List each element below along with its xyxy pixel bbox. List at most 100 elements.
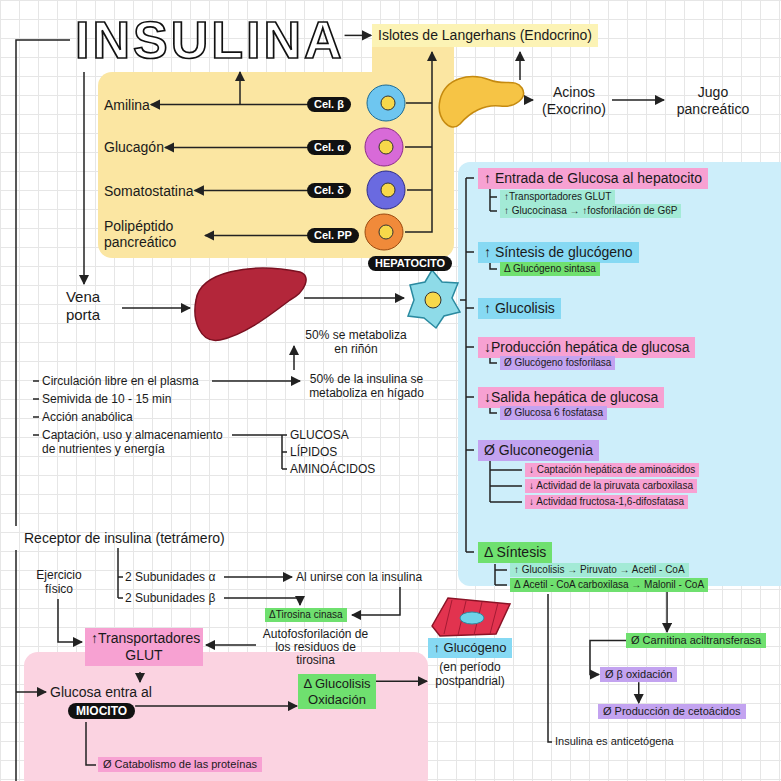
note-label: Glucosa entra al [50, 684, 152, 701]
effect-box: Ø Catabolismo de las proteínas [98, 757, 262, 772]
note-label: Jugo pancreático [668, 84, 758, 118]
sub-effect: ↑ Glucolisis → Piruvato → Acetil - CoA [510, 563, 689, 577]
main-trunk [15, 550, 17, 781]
node-text: Ø Glucógeno fosforilasa [504, 357, 611, 369]
flow-arrow [304, 297, 404, 299]
node-text: Ø Catabolismo de las proteínas [103, 758, 257, 771]
connector [205, 235, 307, 237]
node-text: Ø Producción de cetoácidos [603, 705, 741, 718]
muscle-striation [444, 600, 498, 635]
note-label: Al unirse con la insulina [296, 570, 422, 584]
flow-arrow [239, 72, 241, 104]
connector [638, 682, 640, 703]
flow-arrow [58, 599, 82, 642]
effect-box: ↑ Glucolisis [478, 298, 561, 319]
node-text: Cel. PP [314, 229, 352, 242]
sub-effect: ↑Transportadores GLUT [500, 190, 615, 204]
effect-box: ↑Transportadores GLUT [85, 628, 203, 666]
note-label: Insulina es anticetógena [555, 735, 674, 748]
connector [165, 147, 307, 149]
node-text: Glucagón [104, 139, 164, 155]
effect-box: ↑ Síntesis de glucógeno [478, 242, 639, 263]
svg-part [16, 40, 664, 781]
cell-pill: Cel. β [307, 97, 351, 112]
flow-arrow [352, 587, 400, 615]
nucleus [379, 225, 393, 239]
note-label: 2 Subunidades α [125, 570, 215, 584]
beta-cell [367, 85, 405, 121]
cell-pill: Cel. PP [307, 228, 359, 243]
effect-box: Ø Producción de cetoácidos [598, 704, 746, 719]
connector [135, 705, 297, 707]
nucleus [381, 96, 395, 110]
node-text: ↑ Glucocinasa → ↑fosforilación de G6P [504, 205, 677, 217]
node-text: ↑ Glucolisis [484, 300, 555, 317]
note-label: Ejercicio físico [28, 568, 90, 597]
note-label: Vena porta [52, 288, 114, 324]
node-text: Somatostatina [104, 183, 194, 199]
node-text: Amilina [104, 97, 150, 113]
cell-connector [405, 52, 432, 232]
cell-pill: Cel. δ [307, 183, 351, 198]
flow-arrow [612, 99, 664, 101]
islet-band [98, 72, 454, 258]
node-text: Islotes de Langerhans (Endocrino) [378, 27, 592, 44]
list-ticks [33, 381, 39, 435]
node-text: ↓ Actividad de la piruvata carboxilasa [529, 480, 693, 492]
note-label: Semivida de 10 - 15 min [42, 392, 171, 406]
islet-band [372, 44, 454, 84]
cell-pill: MIOCITO [68, 703, 135, 719]
alpha-cell [365, 128, 403, 166]
note-label: GLUCOSA [290, 428, 349, 442]
node-text: ↑ Glucolisis → Piruvato → Acetil - CoA [514, 564, 685, 576]
effect-box: ↓Salida hepática de glucosa [478, 387, 664, 408]
hormone: Amilina [104, 97, 150, 113]
cell-pill: HEPATOCITO [368, 256, 452, 271]
nucleus [379, 140, 393, 154]
connector [376, 680, 427, 682]
tree-trunk [460, 178, 474, 552]
branch-arrow [16, 691, 46, 693]
node-text: Δ Glucolisis Oxidación [302, 676, 372, 707]
sub-effect: ↑ Glucocinasa → ↑fosforilación de G6P [500, 204, 681, 218]
node-text: ↑ Síntesis de glucógeno [484, 244, 633, 261]
sub-effect: Δ Acetil - CoA carboxilasa → Malonil - C… [510, 578, 708, 592]
nucleus [381, 183, 395, 197]
node-text: Cel. α [314, 141, 344, 154]
note-label: 50% de la insulina se metaboliza en híga… [304, 372, 429, 401]
node-text: HEPATOCITO [375, 257, 445, 270]
node-text: ↑ Entrada de Glucosa al hepatocito [484, 170, 702, 187]
title-node: INSULINA [75, 12, 345, 69]
note-label: Autofosforilación de los residuos de tir… [258, 628, 373, 667]
branch-arrow [83, 72, 85, 284]
connector [195, 190, 308, 192]
flow-arrow [206, 644, 256, 646]
connector [345, 35, 371, 37]
hormone: Polipéptido pancreático [104, 218, 204, 250]
connector [666, 592, 668, 632]
node-text: Δ Glucógeno sintasa [504, 263, 596, 275]
node-text: MIOCITO [76, 704, 127, 718]
muscle-panel [24, 652, 428, 781]
pp-cell [365, 214, 403, 250]
enzyme-box: ΔTirosina cinasa [265, 608, 347, 622]
node-text: ↓ Captación hepática de aminoácidos [529, 464, 695, 476]
note-label: Acinos (Exocrino) [536, 84, 612, 118]
flow-arrow [212, 380, 300, 382]
sub-effect: ↓ Actividad de la piruvata carboxilasa [525, 479, 697, 493]
effect-box: ↑ Entrada de Glucosa al hepatocito [478, 168, 708, 189]
pancreas [439, 77, 523, 127]
node-text: ↑Transportadores GLUT [91, 630, 197, 664]
note-label: Acción anabólica [42, 410, 133, 424]
effect-box: ↓Producción hepática de glucosa [478, 337, 695, 358]
note-label: AMINOÁCIDOS [290, 462, 375, 476]
node-text: Ø Glucosa 6 fosfatasa [504, 407, 603, 419]
note-label: Captación, uso y almacenamiento de nutri… [42, 428, 232, 457]
sub-effect: Ø Glucógeno fosforilasa [500, 356, 615, 370]
bracket [548, 594, 552, 742]
sub-effect: Ø Glucosa 6 fosfatasa [500, 406, 607, 420]
bracket [232, 435, 287, 469]
bracket [118, 548, 123, 598]
node-text: Δ Síntesis [484, 544, 546, 561]
effect-box: Δ Glucolisis Oxidación [298, 674, 376, 709]
